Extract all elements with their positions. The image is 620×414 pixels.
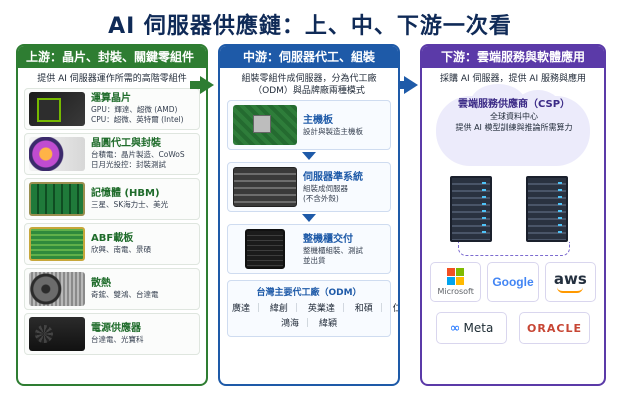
csp-line: 提供 AI 模型訓練與推論所需算力 [455, 123, 573, 132]
downstream-panel: 下游：雲端服務與軟體應用 採購 AI 伺服器，提供 AI 服務與應用 雲端服務供… [420, 44, 606, 386]
odm-company: 鴻海 [281, 319, 300, 329]
aws-logo: aws [544, 262, 596, 302]
midstream-step-desc: 整機櫃組裝、測試 [303, 245, 363, 255]
upstream-item-desc: 台達電、光寶科 [91, 335, 144, 344]
odm-title: 台灣主要代工廠（ODM） [256, 288, 362, 298]
oracle-logo: ORACLE [519, 312, 590, 344]
csp-logos-row-2: ∞Meta ORACLE [422, 302, 604, 344]
meta-label: Meta [463, 321, 494, 335]
upstream-item-desc: GPU：輝達、超微 (AMD) [91, 105, 178, 114]
midstream-step-desc: (不含外殼) [303, 193, 339, 203]
upstream-item-desc: 台積電：晶片製造、CoWoS [91, 150, 185, 159]
google-logo: Google [487, 262, 539, 302]
midstream-steps: 主機板 設計與製造主機板 伺服器準系統 組裝成伺服器 (不含外殼) 整機櫃交付 … [220, 100, 398, 274]
upstream-panel: 上游：晶片、封裝、關鍵零組件 提供 AI 伺服器運作所需的高階零組件 運算晶片 … [16, 44, 208, 386]
upstream-subtitle: 提供 AI 伺服器運作所需的高階零組件 [37, 74, 187, 84]
google-label: Google [492, 275, 534, 289]
odm-row: 廣達｜ 緯創｜ 英業達｜ 和碩｜ 仁寶 [230, 302, 398, 317]
midstream-subtitle: 組裝零組件成伺服器，分為代工廠 （ODM）與品牌廠兩種模式 [220, 68, 398, 100]
odm-company: 緯穎 [318, 319, 337, 329]
upstream-item-desc: 三星、SK海力士、美光 [91, 200, 169, 209]
odm-company: 和碩 [354, 304, 373, 314]
upstream-item-memory: 記憶體 (HBM) 三星、SK海力士、美光 [24, 178, 200, 220]
server-barebone-icon [233, 167, 297, 207]
upstream-item-name: 記憶體 (HBM) [91, 188, 160, 199]
upstream-item-name: 晶圓代工與封裝 [91, 138, 161, 149]
csp-line: 全球資料中心 [490, 112, 538, 121]
midstream-panel: 中游：伺服器代工、組裝 組裝零組件成伺服器，分為代工廠 （ODM）與品牌廠兩種模… [218, 44, 400, 386]
wafer-icon [29, 137, 85, 171]
midstream-step-name: 主機板 [303, 114, 333, 126]
flow-arrow-icon [190, 76, 214, 94]
upstream-item-desc: 奇鋐、雙鴻、台達電 [91, 290, 159, 299]
upstream-item-compute-chip: 運算晶片 GPU：輝達、超微 (AMD) CPU：超微、英特爾 (Intel) [24, 88, 200, 130]
midstream-step-name: 整機櫃交付 [303, 233, 353, 245]
memory-icon [29, 182, 85, 216]
aws-smile-icon [557, 287, 584, 293]
cloud-icon [436, 84, 590, 166]
midstream-header: 中游：伺服器代工、組裝 [220, 46, 398, 68]
upstream-item-foundry: 晶圓代工與封裝 台積電：晶片製造、CoWoS 日月光投控：封裝測試 [24, 133, 200, 175]
odm-list: 台灣主要代工廠（ODM） 廣達｜ 緯創｜ 英業達｜ 和碩｜ 仁寶 鴻海｜ 緯穎 [227, 280, 398, 337]
network-link-icon [458, 242, 570, 256]
meta-logo: ∞Meta [436, 312, 507, 344]
upstream-item-name: ABF載板 [91, 233, 134, 244]
aws-label: aws [553, 269, 587, 288]
midstream-subtitle-line: （ODM）與品牌廠兩種模式 [253, 86, 365, 96]
midstream-step-rack: 整機櫃交付 整機櫃組裝、測試 並出貨 [227, 224, 391, 274]
microsoft-icon [447, 268, 465, 285]
upstream-header: 上游：晶片、封裝、關鍵零組件 [18, 46, 206, 68]
down-arrow-icon [302, 214, 316, 222]
midstream-step-desc: 設計與製造主機板 [303, 126, 363, 136]
gpu-chip-icon [29, 92, 85, 126]
midstream-step-desc: 組裝成伺服器 [303, 183, 348, 193]
upstream-item-name: 運算晶片 [91, 93, 131, 104]
oracle-label: ORACLE [527, 321, 582, 335]
meta-infinity-icon: ∞ [449, 320, 461, 336]
upstream-item-name: 散熱 [91, 278, 111, 289]
flow-arrow-icon [398, 76, 418, 94]
midstream-step-desc: 並出貨 [303, 255, 326, 265]
cooling-fan-icon [29, 272, 85, 306]
csp-title: 雲端服務供應商（CSP） [457, 99, 571, 110]
power-supply-icon [29, 317, 85, 351]
upstream-item-name: 電源供應器 [91, 323, 141, 334]
page-title: AI 伺服器供應鏈：上、中、下游一次看 [108, 14, 512, 39]
odm-company: 緯創 [269, 304, 288, 314]
upstream-item-power: 電源供應器 台達電、光寶科 [24, 313, 200, 355]
microsoft-logo: Microsoft [430, 262, 482, 302]
odm-company: 仁寶 [391, 304, 398, 314]
microsoft-label: Microsoft [437, 287, 474, 296]
odm-company: 廣達 [232, 304, 251, 314]
csp-illustration: 雲端服務供應商（CSP） 全球資料中心 提供 AI 模型訓練與推論所需算力 [422, 84, 604, 256]
upstream-list: 運算晶片 GPU：輝達、超微 (AMD) CPU：超微、英特爾 (Intel) … [18, 88, 206, 355]
upstream-item-cooling: 散熱 奇鋐、雙鴻、台達電 [24, 268, 200, 310]
midstream-step-name: 伺服器準系統 [303, 171, 363, 183]
substrate-icon [29, 227, 85, 261]
down-arrow-icon [302, 152, 316, 160]
midstream-subtitle-line: 組裝零組件成伺服器，分為代工廠 [241, 74, 377, 84]
odm-row: 鴻海｜ 緯穎 [281, 319, 337, 329]
downstream-subtitle: 採購 AI 伺服器，提供 AI 服務與應用 [439, 74, 587, 84]
upstream-item-desc: CPU：超微、英特爾 (Intel) [91, 115, 184, 124]
datacenter-rack-icon [450, 176, 492, 242]
upstream-item-abf: ABF載板 欣興、南電、景碩 [24, 223, 200, 265]
datacenter-rack-icon [526, 176, 568, 242]
csp-logos: Microsoft Google aws [422, 248, 604, 302]
server-rack-icon [245, 229, 285, 269]
motherboard-icon [233, 105, 297, 145]
odm-company: 英業達 [307, 304, 335, 314]
midstream-step-barebone: 伺服器準系統 組裝成伺服器 (不含外殼) [227, 162, 391, 212]
midstream-step-motherboard: 主機板 設計與製造主機板 [227, 100, 391, 150]
upstream-item-desc: 日月光投控：封裝測試 [91, 160, 166, 169]
downstream-header: 下游：雲端服務與軟體應用 [422, 46, 604, 68]
upstream-item-desc: 欣興、南電、景碩 [91, 245, 151, 254]
